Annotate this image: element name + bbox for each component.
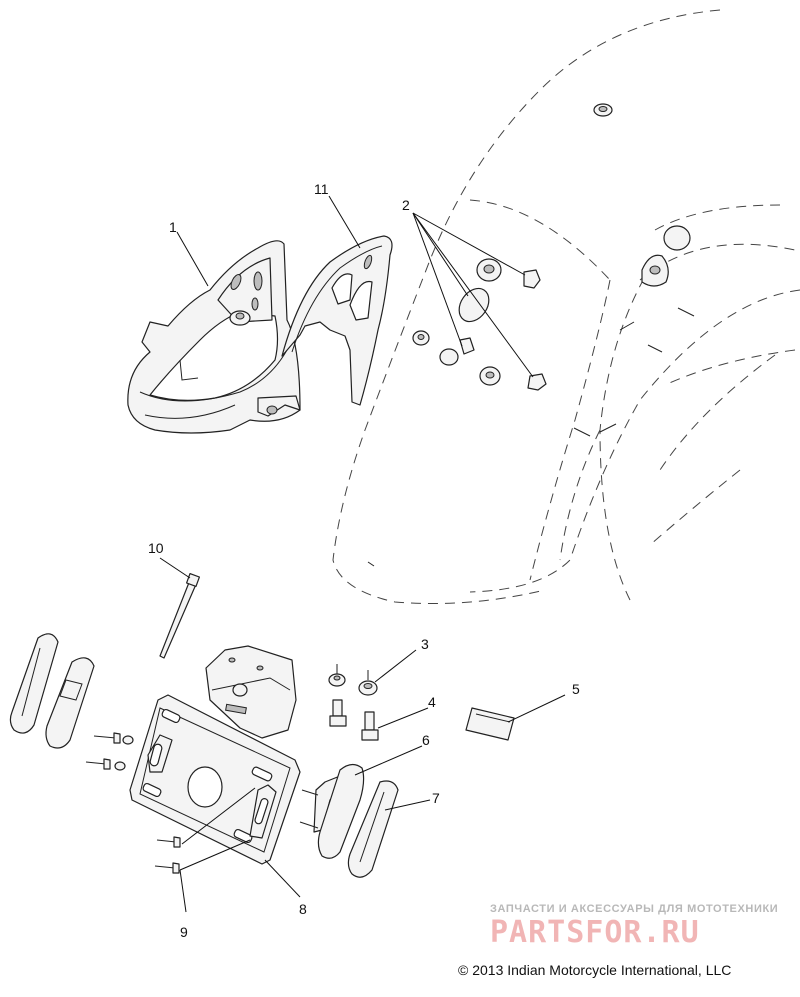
fender-tip-plate: [281, 235, 393, 406]
callout-1: 1: [169, 219, 177, 235]
watermark-tagline: ЗАПЧАСТИ И АКСЕССУАРЫ ДЛЯ МОТОТЕХНИКИ: [490, 903, 779, 915]
fender-grommet-mid: [641, 225, 691, 287]
callout-9: 9: [180, 924, 188, 940]
fender-tip-housing: [127, 240, 301, 434]
callout-7: 7: [432, 790, 440, 806]
callouts: 1 2 3 4 5 6 7 8 9 10 11: [148, 181, 580, 940]
copyright-notice: © 2013 Indian Motorcycle International, …: [458, 962, 798, 978]
callout-6: 6: [422, 732, 430, 748]
copyright-symbol: ©: [458, 962, 469, 978]
fender-outline: [332, 9, 800, 604]
cable-tie: [159, 572, 201, 659]
callout-4: 4: [428, 694, 436, 710]
watermark-logo: PARTSFOR.RU: [490, 915, 700, 950]
fender-grommet-top: [593, 103, 613, 117]
nuts: [328, 664, 378, 696]
bracket-mount: [205, 645, 297, 739]
license-plate: [129, 694, 301, 865]
screws-washers: [85, 732, 181, 874]
callout-10: 10: [148, 540, 164, 556]
callout-3: 3: [421, 636, 429, 652]
callout-2: 2: [402, 197, 410, 213]
reflector: [465, 707, 515, 741]
marker-housing-right: [299, 763, 365, 859]
callout-8: 8: [299, 901, 307, 917]
marker-housing-left: [45, 657, 95, 749]
callout-11: 11: [314, 181, 329, 197]
bolts: [329, 699, 379, 741]
callout-5: 5: [572, 681, 580, 697]
leader-lines: [159, 195, 566, 913]
marker-lens-right: [347, 780, 399, 878]
grommet-set: [412, 258, 547, 391]
copyright-text: 2013 Indian Motorcycle International, LL…: [472, 962, 732, 978]
fender-cross-marks: [367, 307, 695, 567]
marker-lens-left: [9, 633, 59, 734]
